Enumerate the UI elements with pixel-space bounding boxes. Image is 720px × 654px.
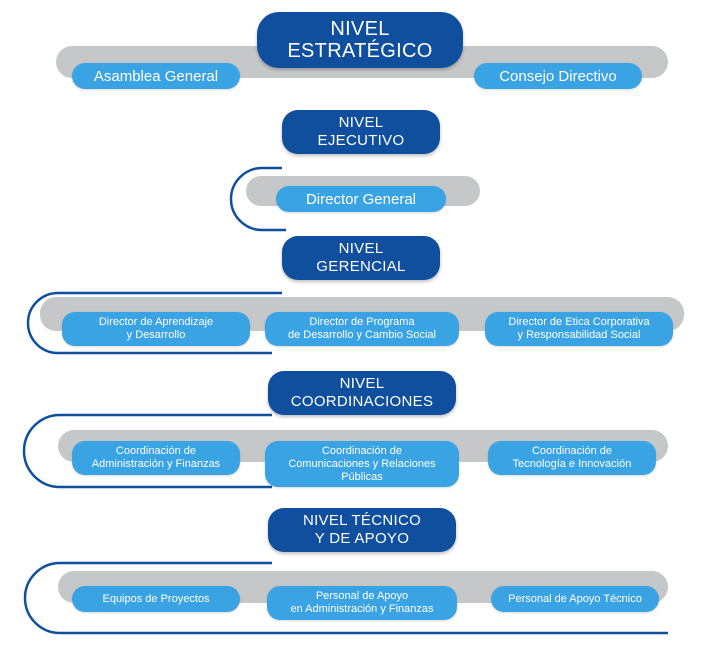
director-etica-box: Director de Etica Corporativa y Responsa… — [485, 312, 673, 346]
nivel-gerencial-box: NIVEL GERENCIAL — [282, 236, 440, 280]
equipos-proyectos-box: Equipos de Proyectos — [72, 586, 240, 612]
director-programa-label: Director de Programa de Desarrollo y Cam… — [288, 316, 436, 341]
director-general-label: Director General — [305, 190, 417, 208]
director-programa-box: Director de Programa de Desarrollo y Cam… — [265, 312, 459, 346]
equipos-proyectos-label: Equipos de Proyectos — [102, 592, 210, 605]
nivel-estrategico-label: NIVEL ESTRATÉGICO — [287, 18, 433, 62]
connector-coordinaciones — [22, 413, 272, 489]
director-general-box: Director General — [276, 186, 446, 212]
personal-apoyo-tecnico-box: Personal de Apoyo Técnico — [491, 586, 659, 612]
coord-tecnologia-box: Coordinación de Tecnología e Innovación — [488, 441, 656, 475]
nivel-coordinaciones-box: NIVEL COORDINACIONES — [268, 371, 456, 415]
personal-apoyo-admin-box: Personal de Apoyo en Administración y Fi… — [267, 586, 457, 620]
nivel-coordinaciones-label: NIVEL COORDINACIONES — [290, 375, 434, 410]
director-aprendizaje-box: Director de Aprendizaje y Desarrollo — [62, 312, 250, 346]
nivel-ejecutivo-box: NIVEL EJECUTIVO — [282, 110, 440, 154]
consejo-directivo-label: Consejo Directivo — [499, 67, 617, 85]
coord-comunicaciones-label: Coordinación de Comunicaciones y Relacio… — [288, 444, 436, 483]
coord-administracion-label: Coordinación de Administración y Finanza… — [91, 445, 221, 470]
nivel-tecnico-label: NIVEL TÉCNICO Y DE APOYO — [302, 512, 422, 547]
connector-ejecutivo — [229, 166, 286, 232]
nivel-estrategico-box: NIVEL ESTRATÉGICO — [257, 12, 463, 68]
personal-apoyo-admin-label: Personal de Apoyo en Administración y Fi… — [290, 590, 434, 615]
asamblea-general-box: Asamblea General — [72, 63, 240, 89]
coord-comunicaciones-box: Coordinación de Comunicaciones y Relacio… — [265, 441, 459, 487]
asamblea-general-label: Asamblea General — [93, 67, 219, 85]
consejo-directivo-box: Consejo Directivo — [474, 63, 642, 89]
coord-administracion-box: Coordinación de Administración y Finanza… — [72, 441, 240, 475]
director-etica-label: Director de Etica Corporativa y Responsa… — [508, 316, 650, 341]
connector-tecnico — [23, 561, 668, 635]
nivel-tecnico-box: NIVEL TÉCNICO Y DE APOYO — [268, 508, 456, 552]
coord-tecnologia-label: Coordinación de Tecnología e Innovación — [512, 445, 632, 470]
connector-gerencial — [26, 291, 282, 355]
personal-apoyo-tecnico-label: Personal de Apoyo Técnico — [508, 592, 642, 605]
nivel-ejecutivo-label: NIVEL EJECUTIVO — [317, 114, 405, 149]
director-aprendizaje-label: Director de Aprendizaje y Desarrollo — [98, 316, 214, 341]
nivel-gerencial-label: NIVEL GERENCIAL — [316, 240, 406, 275]
